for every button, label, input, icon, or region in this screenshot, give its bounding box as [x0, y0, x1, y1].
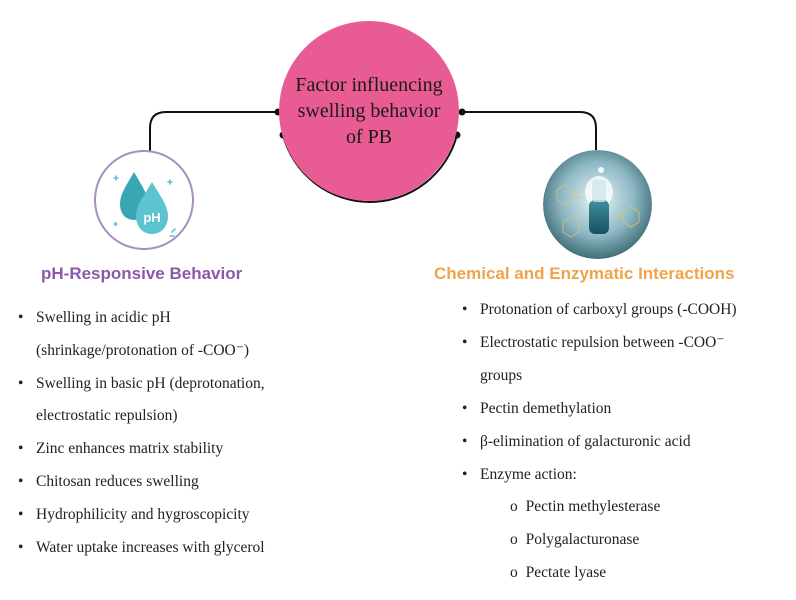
sub-list-item: o Pectin methylesterase	[510, 490, 770, 523]
list-item: Enzyme action:	[458, 458, 794, 491]
ph-responsive-list: Swelling in acidic pH (shrinkage/protona…	[14, 302, 354, 564]
list-item: Pectin demethylation	[458, 392, 794, 425]
sub-bullet-marker: o	[510, 498, 518, 515]
sub-bullet-marker: o	[510, 564, 518, 581]
sub-list-item-text: Pectate lyase	[525, 564, 607, 581]
sub-bullet-marker: o	[510, 531, 518, 548]
sub-list-item: o Polygalacturonase	[510, 523, 770, 556]
center-line-3: of PB	[345, 126, 393, 148]
list-item-continuation: electrostatic repulsion)	[14, 400, 354, 433]
center-line-2: swelling behavior	[297, 100, 441, 122]
list-item: β-elimination of galacturonic acid	[458, 425, 794, 458]
enzyme-sub-list: o Pectin methylesterase o Polygalacturon…	[510, 490, 770, 589]
sub-list-item-text: Pectin methylesterase	[525, 498, 661, 515]
list-item: Electrostatic repulsion between -COO⁻	[458, 326, 794, 359]
list-item: Chitosan reduces swelling	[14, 466, 354, 499]
list-item: Protonation of carboxyl groups (-COOH)	[458, 293, 794, 326]
lab-flask-icon	[543, 150, 652, 259]
ph-icon-label: pH	[143, 210, 160, 225]
ph-drops-icon: pH	[94, 150, 194, 250]
list-item-text: (shrinkage/protonation of -COO⁻)	[36, 341, 250, 359]
list-item: Water uptake increases with glycerol	[14, 532, 354, 565]
list-item-text: electrostatic repulsion)	[36, 407, 178, 425]
list-item: Hydrophilicity and hygroscopicity	[14, 499, 354, 532]
list-item: Swelling in acidic pH	[14, 302, 354, 335]
list-item: Swelling in basic pH (deprotonation,	[14, 368, 354, 401]
chemical-enzymatic-heading: Chemical and Enzymatic Interactions	[434, 264, 735, 283]
list-item-continuation: groups	[458, 359, 794, 392]
left-connector	[149, 111, 278, 152]
sub-list-item: o Pectate lyase	[510, 556, 770, 589]
list-item: Zinc enhances matrix stability	[14, 433, 354, 466]
center-topic-circle: Factor influencing swelling behavior of …	[279, 21, 459, 201]
center-line-1: Factor influencing	[295, 74, 443, 96]
center-topic-text: Factor influencing swelling behavior of …	[284, 72, 454, 150]
ph-responsive-heading: pH-Responsive Behavior	[41, 264, 243, 283]
right-connector-dot	[458, 108, 466, 116]
list-item-continuation: (shrinkage/protonation of -COO⁻)	[14, 335, 354, 368]
right-connector	[462, 111, 597, 150]
list-item-text: groups	[480, 367, 523, 384]
chemical-enzymatic-list: Protonation of carboxyl groups (-COOH) E…	[458, 293, 794, 491]
sub-list-item-text: Polygalacturonase	[525, 531, 640, 548]
